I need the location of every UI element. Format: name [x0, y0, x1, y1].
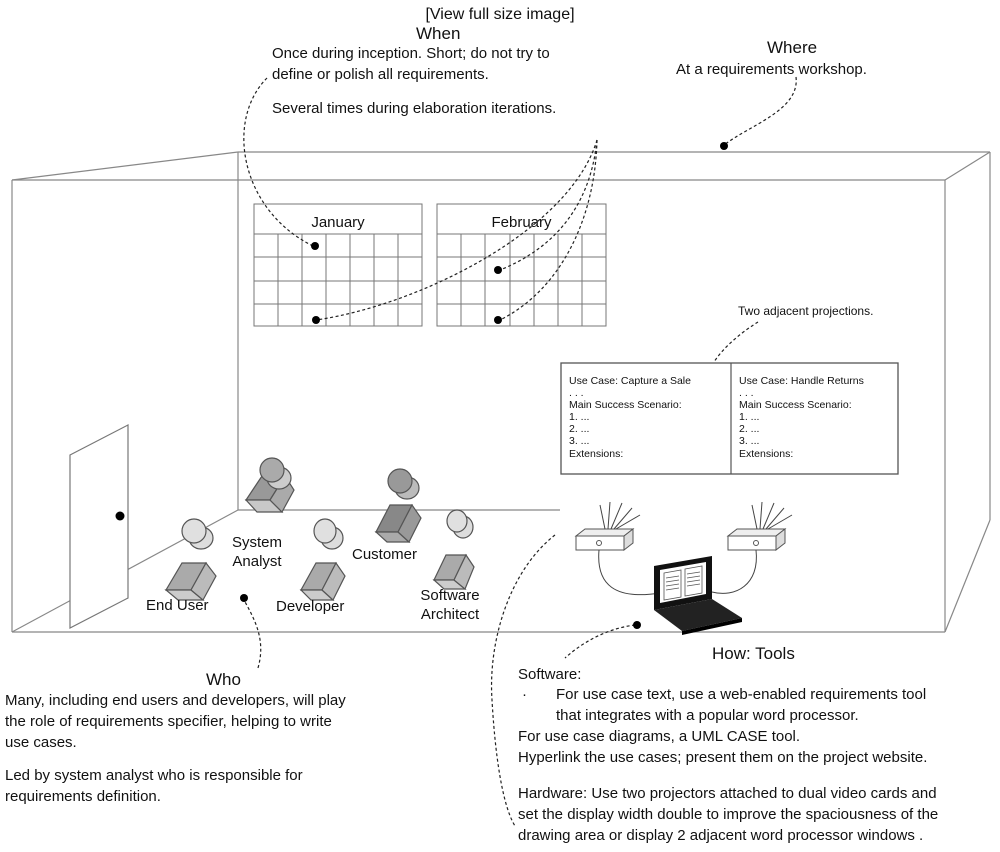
label-system-analyst-line2: Analyst	[232, 553, 282, 570]
when-title: When	[416, 24, 461, 43]
who-title: Who	[206, 670, 241, 689]
how-hardware-line2: set the display width double to improve …	[518, 806, 939, 823]
calendar-february-label: February	[491, 214, 552, 231]
label-end-user: End User	[146, 597, 209, 614]
how-bullet: ·	[522, 686, 527, 703]
person-system-analyst	[244, 457, 295, 513]
who-line5: requirements definition.	[5, 788, 161, 805]
use-case-left-dots: . . .	[569, 387, 584, 399]
label-system-analyst-line1: System	[231, 534, 282, 551]
person-customer	[374, 468, 422, 543]
how-software-line2: For use case diagrams, a UML CASE tool.	[518, 728, 801, 745]
use-case-right-title: Use Case: Handle Returns	[739, 375, 864, 387]
use-case-right-step3: 3. ...	[739, 435, 760, 447]
projection-caption: Two adjacent projections.	[738, 304, 874, 318]
laptop	[654, 556, 742, 635]
how-software-line3: Hyperlink the use cases; present them on…	[518, 749, 928, 766]
projector-right	[726, 501, 793, 552]
use-case-left-step2: 2. ...	[569, 423, 590, 435]
callout-dots	[240, 142, 728, 629]
person-end-user	[164, 518, 217, 601]
how-hardware-line3: drawing area or display 2 adjacent word …	[518, 827, 924, 844]
calendar-january	[253, 203, 423, 327]
how-hardware-line1: Hardware: Use two projectors attached to…	[518, 785, 937, 802]
projector-cables	[598, 549, 757, 596]
who-line1: Many, including end users and developers…	[5, 692, 346, 709]
use-case-right-scenario: Main Success Scenario:	[739, 399, 852, 411]
projector-left	[574, 501, 641, 552]
label-developer: Developer	[276, 598, 345, 615]
how-software-label: Software:	[518, 666, 582, 683]
calendar-january-label: January	[311, 214, 365, 231]
callout-curves	[243, 76, 797, 827]
use-case-left-step1: 1. ...	[569, 411, 590, 423]
who-line2: the role of requirements specifier, help…	[5, 713, 332, 730]
use-case-left-step3: 3. ...	[569, 435, 590, 447]
use-case-left-extensions: Extensions:	[569, 448, 624, 460]
where-title: Where	[767, 38, 818, 57]
person-developer	[299, 518, 346, 601]
label-architect-line2: Architect	[420, 606, 480, 623]
view-full-size-link[interactable]: [View full size image]	[425, 6, 575, 23]
use-case-right-step2: 2. ...	[739, 423, 760, 435]
who-line4: Led by system analyst who is responsible…	[5, 767, 303, 784]
who-line3: use cases.	[5, 734, 77, 751]
when-line2: define or polish all requirements.	[272, 66, 489, 83]
how-software-line1b: that integrates with a popular word proc…	[556, 707, 859, 724]
door	[69, 424, 129, 629]
how-software-line1a: For use case text, use a web-enabled req…	[556, 686, 927, 703]
room-outline	[11, 151, 991, 633]
how-title: How: Tools	[712, 644, 795, 663]
use-case-right-step1: 1. ...	[739, 411, 760, 423]
projection-screens	[560, 362, 899, 475]
use-case-left-title: Use Case: Capture a Sale	[569, 375, 691, 387]
label-architect-line1: Software	[420, 587, 480, 604]
use-case-right-extensions: Extensions:	[739, 448, 794, 460]
use-case-left-scenario: Main Success Scenario:	[569, 399, 682, 411]
use-case-right-dots: . . .	[739, 387, 754, 399]
person-software-architect	[432, 509, 475, 590]
when-line1: Once during inception. Short; do not try…	[272, 45, 550, 62]
when-line3: Several times during elaboration iterati…	[272, 100, 557, 117]
label-customer: Customer	[352, 546, 418, 563]
where-text: At a requirements workshop.	[676, 61, 867, 78]
